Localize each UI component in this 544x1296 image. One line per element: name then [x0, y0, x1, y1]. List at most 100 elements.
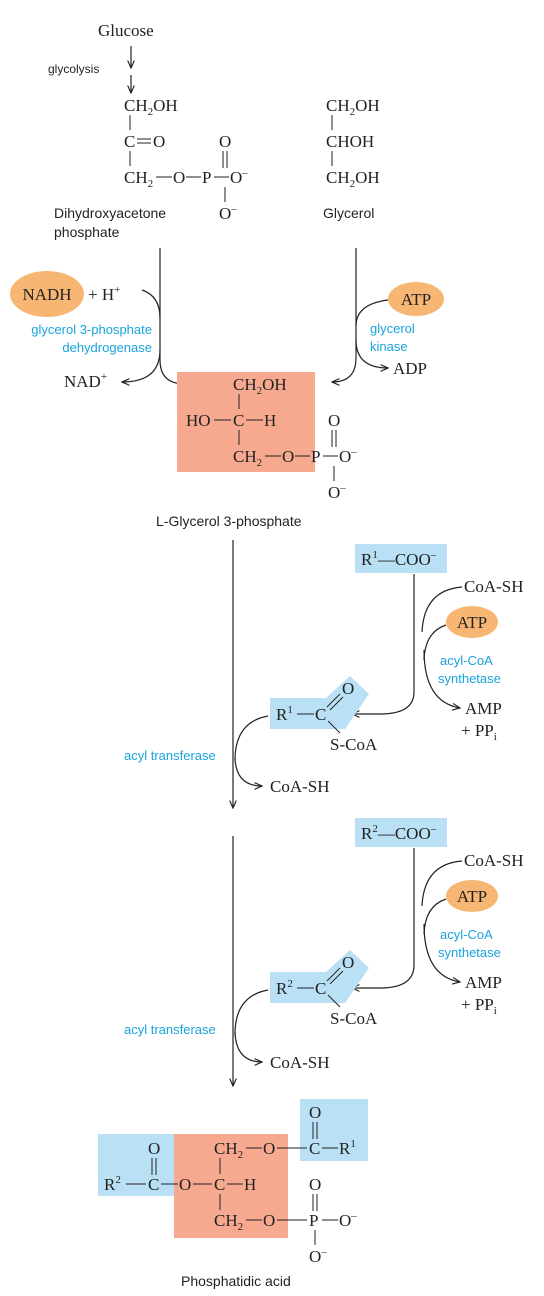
svg-text:O: O [179, 1175, 191, 1194]
atp1-oval [446, 606, 498, 638]
ppi1-label: + PPi [461, 721, 497, 743]
thioester2-box [270, 950, 369, 1003]
kinase-enzyme-line2: kinase [370, 339, 408, 354]
svg-text:O: O [173, 168, 185, 187]
coash2-in-label: CoA-SH [464, 851, 524, 870]
g3p-highlight-box [177, 372, 315, 472]
glycolysis-label: glycolysis [48, 62, 99, 76]
svg-text:S-CoA: S-CoA [330, 1009, 378, 1028]
kinase-enzyme-line1: glycerol [370, 321, 415, 336]
atp1-label: ATP [457, 613, 487, 632]
svg-text:O: O [263, 1139, 275, 1158]
svg-text:R2: R2 [104, 1174, 121, 1194]
amp2-out-curve [423, 923, 460, 982]
svg-text:CHOH: CHOH [326, 132, 374, 151]
svg-text:CH2OH: CH2OH [326, 96, 380, 118]
acs1-enzyme-line1: acyl-CoA [440, 653, 493, 668]
svg-text:P: P [311, 447, 320, 466]
dhap-name-line2: phosphate [54, 224, 120, 240]
svg-text:CH2: CH2 [124, 168, 153, 190]
nad-out-curve [122, 349, 161, 382]
svg-text:P: P [202, 168, 211, 187]
svg-text:CH2: CH2 [233, 447, 262, 469]
phosphatidic-acid-name: Phosphatidic acid [181, 1273, 291, 1289]
svg-text:O: O [309, 1175, 321, 1194]
svg-text:C: C [148, 1175, 159, 1194]
coash1-in-curve [421, 586, 463, 633]
svg-text:O–: O– [339, 1210, 357, 1230]
nadh-in-curve [141, 289, 161, 319]
glycerol-structure: CH2OH CHOH CH2OH [326, 96, 380, 190]
svg-text:CH2OH: CH2OH [124, 96, 178, 118]
svg-text:R2: R2 [276, 978, 293, 998]
g3p-name: L-Glycerol 3-phosphate [156, 513, 302, 529]
coash1-out-curve [234, 757, 262, 786]
nadh-oval [10, 271, 84, 317]
phosphatidic-acid-structure: R2 C O O CH2 O C O R1 C H CH2 O P O [104, 1103, 357, 1266]
svg-text:C: C [233, 411, 244, 430]
svg-text:O–: O– [230, 167, 248, 187]
svg-text:C: C [315, 979, 326, 998]
acid2-formula: R2—COO– [361, 823, 437, 843]
svg-text:CH2OH: CH2OH [326, 168, 380, 190]
glycerol-to-g3p-arrow [332, 248, 357, 382]
thioester2-structure: R2 C O S-CoA [276, 953, 378, 1028]
transferase1-label: acyl transferase [124, 748, 216, 763]
svg-text:O: O [219, 132, 231, 151]
svg-text:O–: O– [309, 1246, 327, 1266]
svg-text:C: C [214, 1175, 225, 1194]
amp2-label: AMP [465, 973, 502, 992]
acs1-enzyme-line2: synthetase [438, 671, 501, 686]
transferase2-label: acyl transferase [124, 1022, 216, 1037]
acid1-formula: R1—COO– [361, 549, 437, 569]
thioester2-to-main-curve [234, 989, 269, 1035]
atp2-label: ATP [457, 887, 487, 906]
svg-text:O: O [328, 411, 340, 430]
svg-text:CH2: CH2 [214, 1139, 243, 1161]
svg-text:C: C [309, 1139, 320, 1158]
svg-text:O: O [342, 679, 354, 698]
svg-text:P: P [309, 1211, 318, 1230]
svg-text:CH2: CH2 [214, 1211, 243, 1233]
pa-acyl2-box [98, 1134, 174, 1196]
nadh-label: NADH [22, 285, 71, 304]
dhap-structure: CH2OH C O CH2 O P O– O O– [124, 96, 248, 223]
pa-acyl1-box [300, 1099, 368, 1161]
coash2-out-label: CoA-SH [270, 1053, 330, 1072]
thioester1-structure: R1 C O S-CoA [276, 679, 378, 754]
atp-in-curve [355, 299, 389, 327]
svg-text:O: O [309, 1103, 321, 1122]
plus-h-label: + H+ [88, 284, 120, 304]
svg-text:R1: R1 [339, 1138, 356, 1158]
atp-kinase-label: ATP [401, 290, 431, 309]
amp1-label: AMP [465, 699, 502, 718]
acs2-enzyme-line2: synthetase [438, 945, 501, 960]
acid2-box [355, 818, 447, 847]
svg-text:C: C [124, 132, 135, 151]
coash1-in-label: CoA-SH [464, 577, 524, 596]
coash1-out-label: CoA-SH [270, 777, 330, 796]
svg-text:C: C [315, 705, 326, 724]
glucose-label: Glucose [98, 21, 154, 40]
acid1-to-thioester-arrow [352, 574, 415, 714]
svg-text:H: H [244, 1175, 256, 1194]
svg-text:O–: O– [339, 446, 357, 466]
svg-text:O–: O– [328, 482, 346, 502]
svg-text:O: O [342, 953, 354, 972]
pa-glycerol-box [174, 1134, 288, 1238]
svg-text:O: O [148, 1139, 160, 1158]
acid1-box [355, 544, 447, 573]
g3p-structure: CH2OH HO C H CH2 O P O– O O– [186, 375, 357, 502]
svg-text:CH2OH: CH2OH [233, 375, 287, 397]
adp-label: ADP [393, 359, 427, 378]
ppi2-label: + PPi [461, 995, 497, 1017]
dhap-to-g3p-arrow [159, 248, 212, 384]
acid2-to-thioester-arrow [352, 848, 415, 988]
coash2-out-curve [234, 1031, 262, 1062]
acs2-enzyme-line1: acyl-CoA [440, 927, 493, 942]
g3pdh-enzyme-line1: glycerol 3-phosphate [31, 322, 152, 337]
svg-text:S-CoA: S-CoA [330, 735, 378, 754]
glycerol-name: Glycerol [323, 205, 374, 221]
svg-text:O: O [263, 1211, 275, 1230]
